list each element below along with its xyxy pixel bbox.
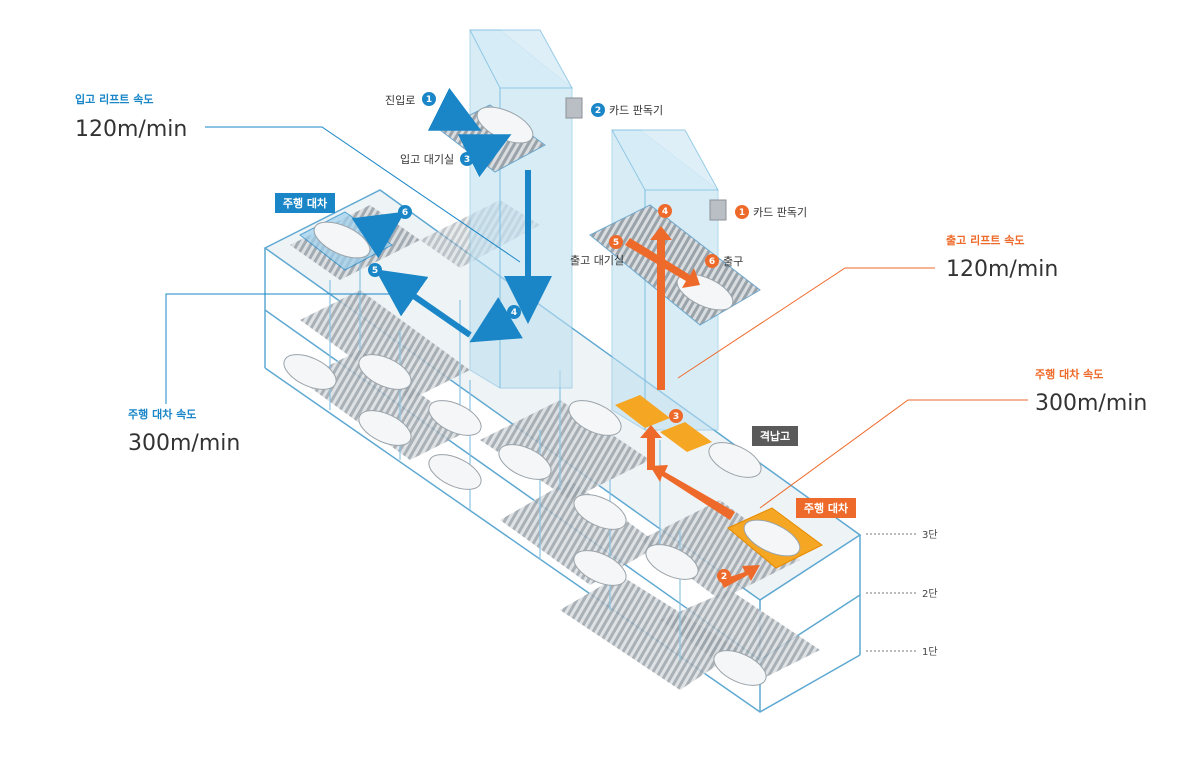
inbound-step-5-badge (368, 263, 382, 277)
outbound-step-5-badge (609, 235, 623, 249)
inbound-step-1-badge (422, 92, 436, 106)
outbound-step-4-num: 4 (662, 207, 668, 217)
inbound-step-3-num: 3 (464, 155, 470, 165)
outbound-step-2-badge (717, 569, 731, 583)
inbound-arrow-park (351, 211, 405, 259)
outbound-shuttle-speed-value: 300m/min (1035, 391, 1147, 416)
outbound-arrow-lift-in (640, 425, 662, 470)
outbound-shuttle-tag: 주행 대차 (804, 501, 849, 515)
outbound-step-1-badge (735, 205, 749, 219)
inbound-lift-speed-label: 입고 리프트 속도 (75, 92, 154, 106)
inbound-entrance-label: 진입로 (385, 94, 415, 107)
outbound-step-6-badge (705, 254, 719, 268)
inbound-step-6-badge (398, 205, 412, 219)
inbound-step-4-badge (507, 305, 521, 319)
outbound-step-3-num: 3 (673, 412, 679, 422)
inbound-step-5-num: 5 (372, 266, 378, 276)
parked-cars (283, 354, 767, 686)
storage-tag: 격납고 (760, 429, 790, 443)
outbound-arrow-shuttle-run (650, 465, 735, 520)
inbound-arrow-wait (457, 134, 512, 178)
inbound-step-4-num: 4 (511, 308, 517, 318)
outbound-arrow-lift-up (650, 226, 672, 390)
outbound-flow-arrows (625, 226, 760, 588)
outbound-shuttle-speed-label: 주행 대차 속도 (1035, 367, 1103, 381)
inbound-step-1-num: 1 (426, 95, 432, 105)
outbound-shuttle (727, 507, 823, 569)
inbound-card-reader-icon (565, 97, 583, 119)
inbound-flow-arrows (351, 87, 552, 343)
outbound-exit-label: 출구 (723, 255, 743, 268)
inbound-arrow-entry (427, 87, 482, 131)
outbound-step-4-badge (658, 204, 672, 218)
outbound-lift-speed-label: 출고 리프트 속도 (946, 233, 1025, 247)
inbound-step-6-num: 6 (402, 208, 408, 218)
inbound-waiting-room-label: 입고 대기실 (400, 153, 454, 166)
inbound-shuttle-speed-value: 300m/min (128, 431, 240, 456)
outbound-card-reader-icon (709, 199, 727, 221)
inbound-arrow-shuttle-run (375, 269, 472, 338)
outbound-waiting-room-label: 출고 대기실 (570, 254, 624, 267)
inbound-shuttle-tag-bg (275, 193, 335, 213)
inbound-step-3-badge (460, 152, 474, 166)
tier-label-1: 1단 (922, 646, 938, 658)
outbound-step-6-num: 6 (709, 257, 715, 267)
inbound-card-reader-label: 카드 판독기 (609, 104, 663, 117)
outbound-lift-tower (589, 129, 761, 452)
inbound-shuttle-tag: 주행 대차 (283, 196, 328, 210)
outbound-card-reader-label: 카드 판독기 (753, 206, 807, 219)
outbound-step-3-badge (669, 409, 683, 423)
inbound-step-2-num: 2 (595, 106, 601, 116)
leader-lines (165, 126, 1028, 652)
outbound-step-5-num: 5 (613, 238, 619, 248)
outbound-lift-speed-value: 120m/min (946, 257, 1058, 282)
outbound-step-2-num: 2 (721, 572, 727, 582)
storage-tag-bg (752, 426, 798, 446)
inbound-lift-speed-value: 120m/min (75, 117, 187, 142)
tier-label-3: 3단 (922, 529, 938, 541)
outbound-arrow-to-exit (625, 238, 700, 288)
outbound-shuttle-tag-bg (796, 498, 856, 518)
outbound-arrow-start (720, 565, 760, 588)
inbound-step-2-badge (591, 103, 605, 117)
tier-label-2: 2단 (922, 588, 938, 600)
inbound-shuttle-speed-label: 주행 대차 속도 (128, 407, 196, 421)
outbound-step-1-num: 1 (739, 208, 745, 218)
inbound-arrow-to-shuttle (469, 297, 523, 343)
